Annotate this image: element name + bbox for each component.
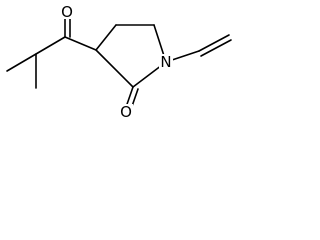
ketone-oxygen-bg: [61, 4, 73, 19]
lactam-oxygen-bg: [119, 104, 133, 119]
bond-isopropyl-carbonyl: [35, 36, 66, 55]
bond-ring-c2-c3: [95, 49, 134, 88]
bond-carbonyl-ring: [64, 36, 97, 51]
bond-vinyl-double-b: [200, 39, 232, 57]
molecule-diagram: O N O: [6, 3, 232, 121]
ring-nitrogen-bg: [159, 54, 173, 69]
bond-ring-c3-c4: [95, 24, 117, 51]
bond-vinyl-double-a: [198, 34, 230, 52]
ring-nitrogen-label: N: [160, 53, 171, 71]
lactam-oxygen-label: O: [120, 103, 132, 121]
ketone-oxygen-label: O: [61, 3, 73, 21]
bond-methyl-upper: [6, 53, 37, 72]
structure-canvas: O N O: [0, 0, 236, 121]
